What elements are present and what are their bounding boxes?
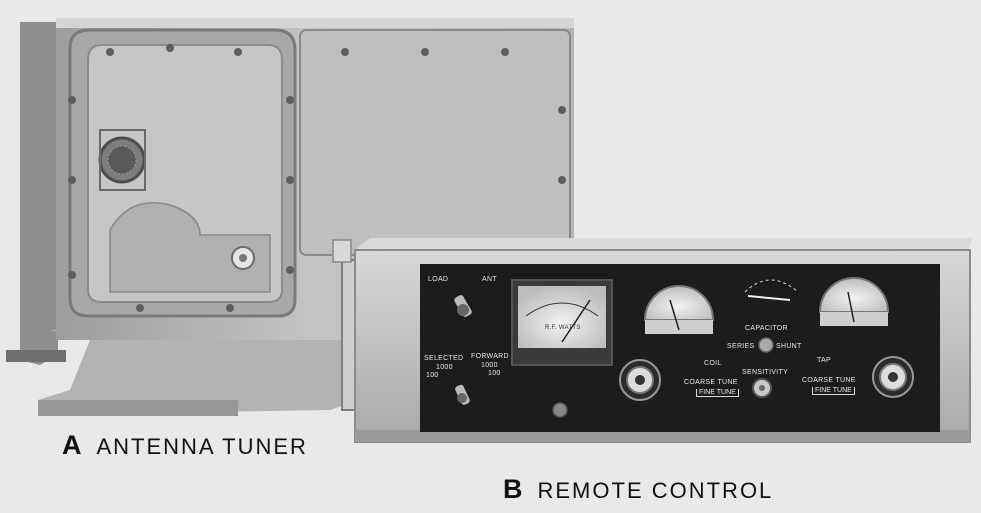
rf-watts-meter-scale xyxy=(525,302,599,317)
label-series: SERIES xyxy=(727,343,755,350)
caption-remote-control: B REMOTE CONTROL xyxy=(503,474,773,505)
tuner-side-plate xyxy=(299,29,571,256)
label-capacitor: CAPACITOR xyxy=(745,325,788,332)
remote-case-bottom xyxy=(355,430,970,442)
caption-b-text: REMOTE CONTROL xyxy=(537,478,774,503)
tuner-base-stand xyxy=(38,320,360,415)
label-forward: FORWARD xyxy=(471,353,509,360)
tap-meter-needle xyxy=(847,291,855,323)
label-fine-tune-right: FINE TUNE xyxy=(812,387,855,395)
label-selected-100: 100 xyxy=(426,372,439,379)
caption-a-text: ANTENNA TUNER xyxy=(96,434,308,459)
tuner-left-foot xyxy=(6,350,66,362)
capacitor-position-pointer xyxy=(747,295,791,301)
remote-hinge-tab xyxy=(332,239,352,263)
label-fine-tune-left: FINE TUNE xyxy=(696,389,739,397)
label-sensitivity: SENSITIVITY xyxy=(742,369,789,376)
meter-range-switch-base xyxy=(457,393,467,403)
tuner-left-bracket xyxy=(20,22,58,365)
load-ant-switch-base xyxy=(457,304,469,316)
tuner-screws xyxy=(68,44,566,312)
caption-a-letter: A xyxy=(62,430,83,460)
capacitor-position-scale xyxy=(744,279,799,293)
remote-case-top xyxy=(355,238,972,252)
tuner-connector-flange xyxy=(99,129,146,191)
remote-control xyxy=(332,238,972,443)
tuner-top-edge xyxy=(56,18,574,28)
tuner-base-foot xyxy=(38,400,238,416)
label-coarse-tune-left: COARSE TUNE xyxy=(684,379,738,386)
label-selected: SELECTED xyxy=(424,355,464,362)
tap-tune-knob-cap xyxy=(888,372,898,382)
label-load: LOAD xyxy=(428,276,449,283)
label-forward-1000: 1000 xyxy=(481,362,498,369)
tuner-cover-recess xyxy=(109,202,271,293)
label-ant: ANT xyxy=(482,276,497,283)
label-selected-1000: 1000 xyxy=(436,364,453,371)
coil-meter-base xyxy=(645,320,713,334)
label-coil: COIL xyxy=(704,360,722,367)
bottom-control-knob[interactable] xyxy=(552,402,568,418)
antenna-tuner xyxy=(6,18,574,416)
series-shunt-switch[interactable] xyxy=(758,337,774,353)
rf-watts-meter-face xyxy=(518,286,606,348)
caption-antenna-tuner: A ANTENNA TUNER xyxy=(62,430,308,461)
tuner-connector-pins xyxy=(107,145,137,175)
coil-meter-face xyxy=(643,285,715,321)
coil-tune-knob-cap xyxy=(635,375,645,385)
label-rf-watts: R.F. WATTS xyxy=(545,325,581,331)
caption-b-letter: B xyxy=(503,474,524,504)
label-coarse-tune-right: COARSE TUNE xyxy=(802,377,856,384)
sensitivity-knob-center xyxy=(759,385,765,391)
tap-meter-face xyxy=(818,277,890,313)
coil-meter-needle xyxy=(669,299,680,331)
label-tap: TAP xyxy=(817,357,831,364)
tuner-feedthrough-center xyxy=(239,254,247,262)
rf-watts-meter-needle xyxy=(561,299,591,343)
label-shunt: SHUNT xyxy=(776,343,802,350)
label-forward-100: 100 xyxy=(488,370,501,377)
